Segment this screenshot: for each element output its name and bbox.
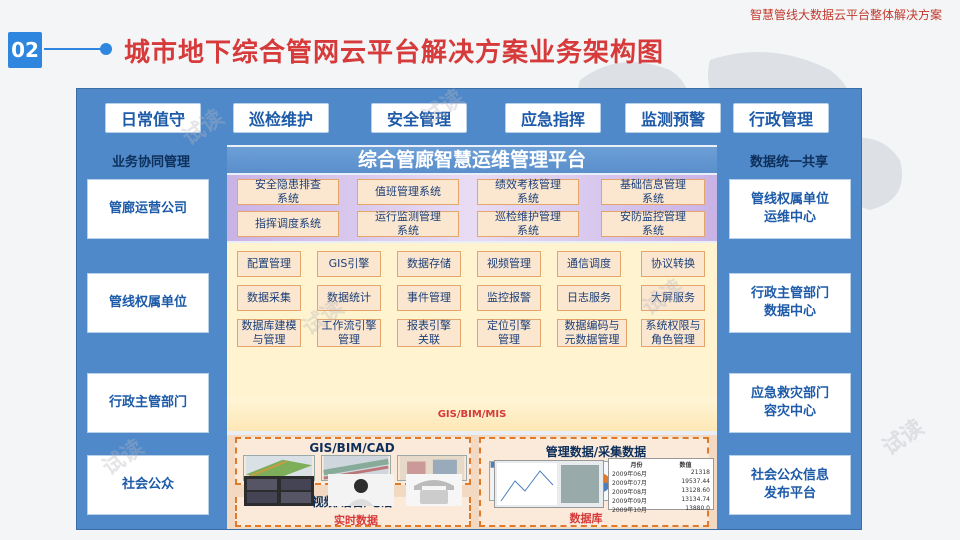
table-cell: 21318 xyxy=(690,469,710,476)
left-item-owner[interactable]: 管线权属单位 xyxy=(87,273,209,333)
top-button-inspection[interactable]: 巡检维护 xyxy=(233,103,329,133)
video-image xyxy=(244,476,314,506)
left-item-public[interactable]: 社会公众 xyxy=(87,455,209,515)
section-dot xyxy=(100,43,112,55)
module-box[interactable]: 数据统计 xyxy=(317,285,381,311)
gis-bim-cad-label: GIS/BIM/CAD xyxy=(309,441,395,455)
table-cell: 2009年08月 xyxy=(612,489,647,496)
realtime-data-label: 实时数据 xyxy=(334,514,378,527)
right-item-disaster-center[interactable]: 应急救灾部门 容灾中心 xyxy=(729,373,851,433)
gis-bim-mis-bar: GIS/BIM/MIS xyxy=(227,397,717,431)
db-screenshot xyxy=(494,460,604,508)
header-note: 智慧管线大数据云平台整体解决方案 xyxy=(749,8,942,22)
table-row: 2009年07月 19537.44 xyxy=(612,478,710,487)
table-cell: 2009年09月 xyxy=(612,498,647,505)
right-heading: 数据统一共享 xyxy=(749,155,828,170)
telephone-icon xyxy=(406,474,462,506)
module-box[interactable]: 数据编码与 元数据管理 xyxy=(557,319,627,347)
data-table: 月份 数值 2009年06月 21318 2009年07月 19537.44 200… xyxy=(608,458,714,514)
left-item-authority[interactable]: 行政主管部门 xyxy=(87,373,209,433)
section-line xyxy=(44,48,106,50)
module-box[interactable]: 工作流引擎 管理 xyxy=(317,319,381,347)
top-button-emergency[interactable]: 应急指挥 xyxy=(505,103,601,133)
right-item-data-center[interactable]: 行政主管部门 数据中心 xyxy=(729,273,851,333)
table-cell: 13128.60 xyxy=(681,487,710,494)
table-cell: 13134.74 xyxy=(681,496,710,503)
right-item-ops-center[interactable]: 管线权属单位 运维中心 xyxy=(729,179,851,239)
table-row: 2009年06月 21318 xyxy=(612,469,710,478)
table-row: 2009年09月 13134.74 xyxy=(612,496,710,505)
module-box[interactable]: 数据库建模 与管理 xyxy=(237,319,301,347)
system-box[interactable]: 安防监控管理 系统 xyxy=(601,210,705,237)
module-box[interactable]: 报表引擎 关联 xyxy=(397,319,461,347)
system-box[interactable]: 运行监测管理 系统 xyxy=(357,210,459,237)
top-button-monitoring[interactable]: 监测预警 xyxy=(625,103,721,133)
system-box[interactable]: 指挥调度系统 xyxy=(237,211,339,237)
module-box[interactable]: GIS引擎 xyxy=(317,251,381,277)
platform-title: 综合管廊智慧运维管理平台 xyxy=(227,147,717,173)
table-cell: 13880.0 xyxy=(685,505,710,512)
left-item-operator[interactable]: 管廊运营公司 xyxy=(87,179,209,239)
top-button-duty[interactable]: 日常值守 xyxy=(105,103,201,133)
module-box[interactable]: 数据采集 xyxy=(237,285,301,311)
system-box[interactable]: 巡检维护管理 系统 xyxy=(477,210,579,237)
right-item-publish-platform[interactable]: 社会公众信息 发布平台 xyxy=(729,455,851,515)
left-heading: 业务协同管理 xyxy=(111,155,190,170)
module-box[interactable]: 日志服务 xyxy=(557,285,621,311)
page-title: 城市地下综合管网云平台解决方案业务架构图 xyxy=(124,38,665,68)
table-cell: 2009年06月 xyxy=(612,471,647,478)
architecture-diagram: 日常值守 巡检维护 安全管理 应急指挥 监测预警 行政管理 业务协同管理 管廊运… xyxy=(76,88,862,530)
module-box[interactable]: 配置管理 xyxy=(237,251,301,277)
table-header: 月份 数值 xyxy=(612,460,710,469)
module-box[interactable]: 视频管理 xyxy=(477,251,541,277)
table-row: 2009年08月 13128.60 xyxy=(612,487,710,496)
module-box[interactable]: 协议转换 xyxy=(641,251,705,277)
section-number: 02 xyxy=(8,32,42,68)
module-box[interactable]: 大屏服务 xyxy=(641,285,705,311)
module-box[interactable]: 事件管理 xyxy=(397,285,461,311)
table-row: 2009年10月 13880.0 xyxy=(612,505,710,514)
systems-band: 安全隐患排查 系统 值班管理系统 绩效考核管理 系统 基础信息管理 系统 指挥调… xyxy=(227,175,717,241)
table-header-cell: 月份 xyxy=(630,462,643,469)
system-box[interactable]: 值班管理系统 xyxy=(357,179,459,205)
module-box[interactable]: 监控报警 xyxy=(477,285,541,311)
table-cell: 2009年10月 xyxy=(612,507,647,514)
system-box[interactable]: 绩效考核管理 系统 xyxy=(477,178,579,205)
module-box[interactable]: 定位引擎 管理 xyxy=(477,319,541,347)
system-box[interactable]: 安全隐患排查 系统 xyxy=(237,178,339,205)
top-button-admin[interactable]: 行政管理 xyxy=(733,103,829,133)
module-box[interactable]: 数据存储 xyxy=(397,251,461,277)
operator-image xyxy=(328,474,394,506)
module-box[interactable]: 系统权限与 角色管理 xyxy=(641,319,705,347)
modules-band: 配置管理 GIS引擎 数据存储 视频管理 通信调度 协议转换 数据采集 数据统计… xyxy=(227,243,717,419)
mgmt-data-label: 管理数据/采集数据 xyxy=(545,445,647,459)
table-header-cell: 数值 xyxy=(679,462,692,469)
system-box[interactable]: 基础信息管理 系统 xyxy=(601,178,705,205)
watermark: 试读 xyxy=(878,415,929,461)
top-button-safety[interactable]: 安全管理 xyxy=(371,103,467,133)
table-cell: 19537.44 xyxy=(681,478,710,485)
database-label: 数据库 xyxy=(569,512,603,525)
table-cell: 2009年07月 xyxy=(612,480,647,487)
module-box[interactable]: 通信调度 xyxy=(557,251,621,277)
